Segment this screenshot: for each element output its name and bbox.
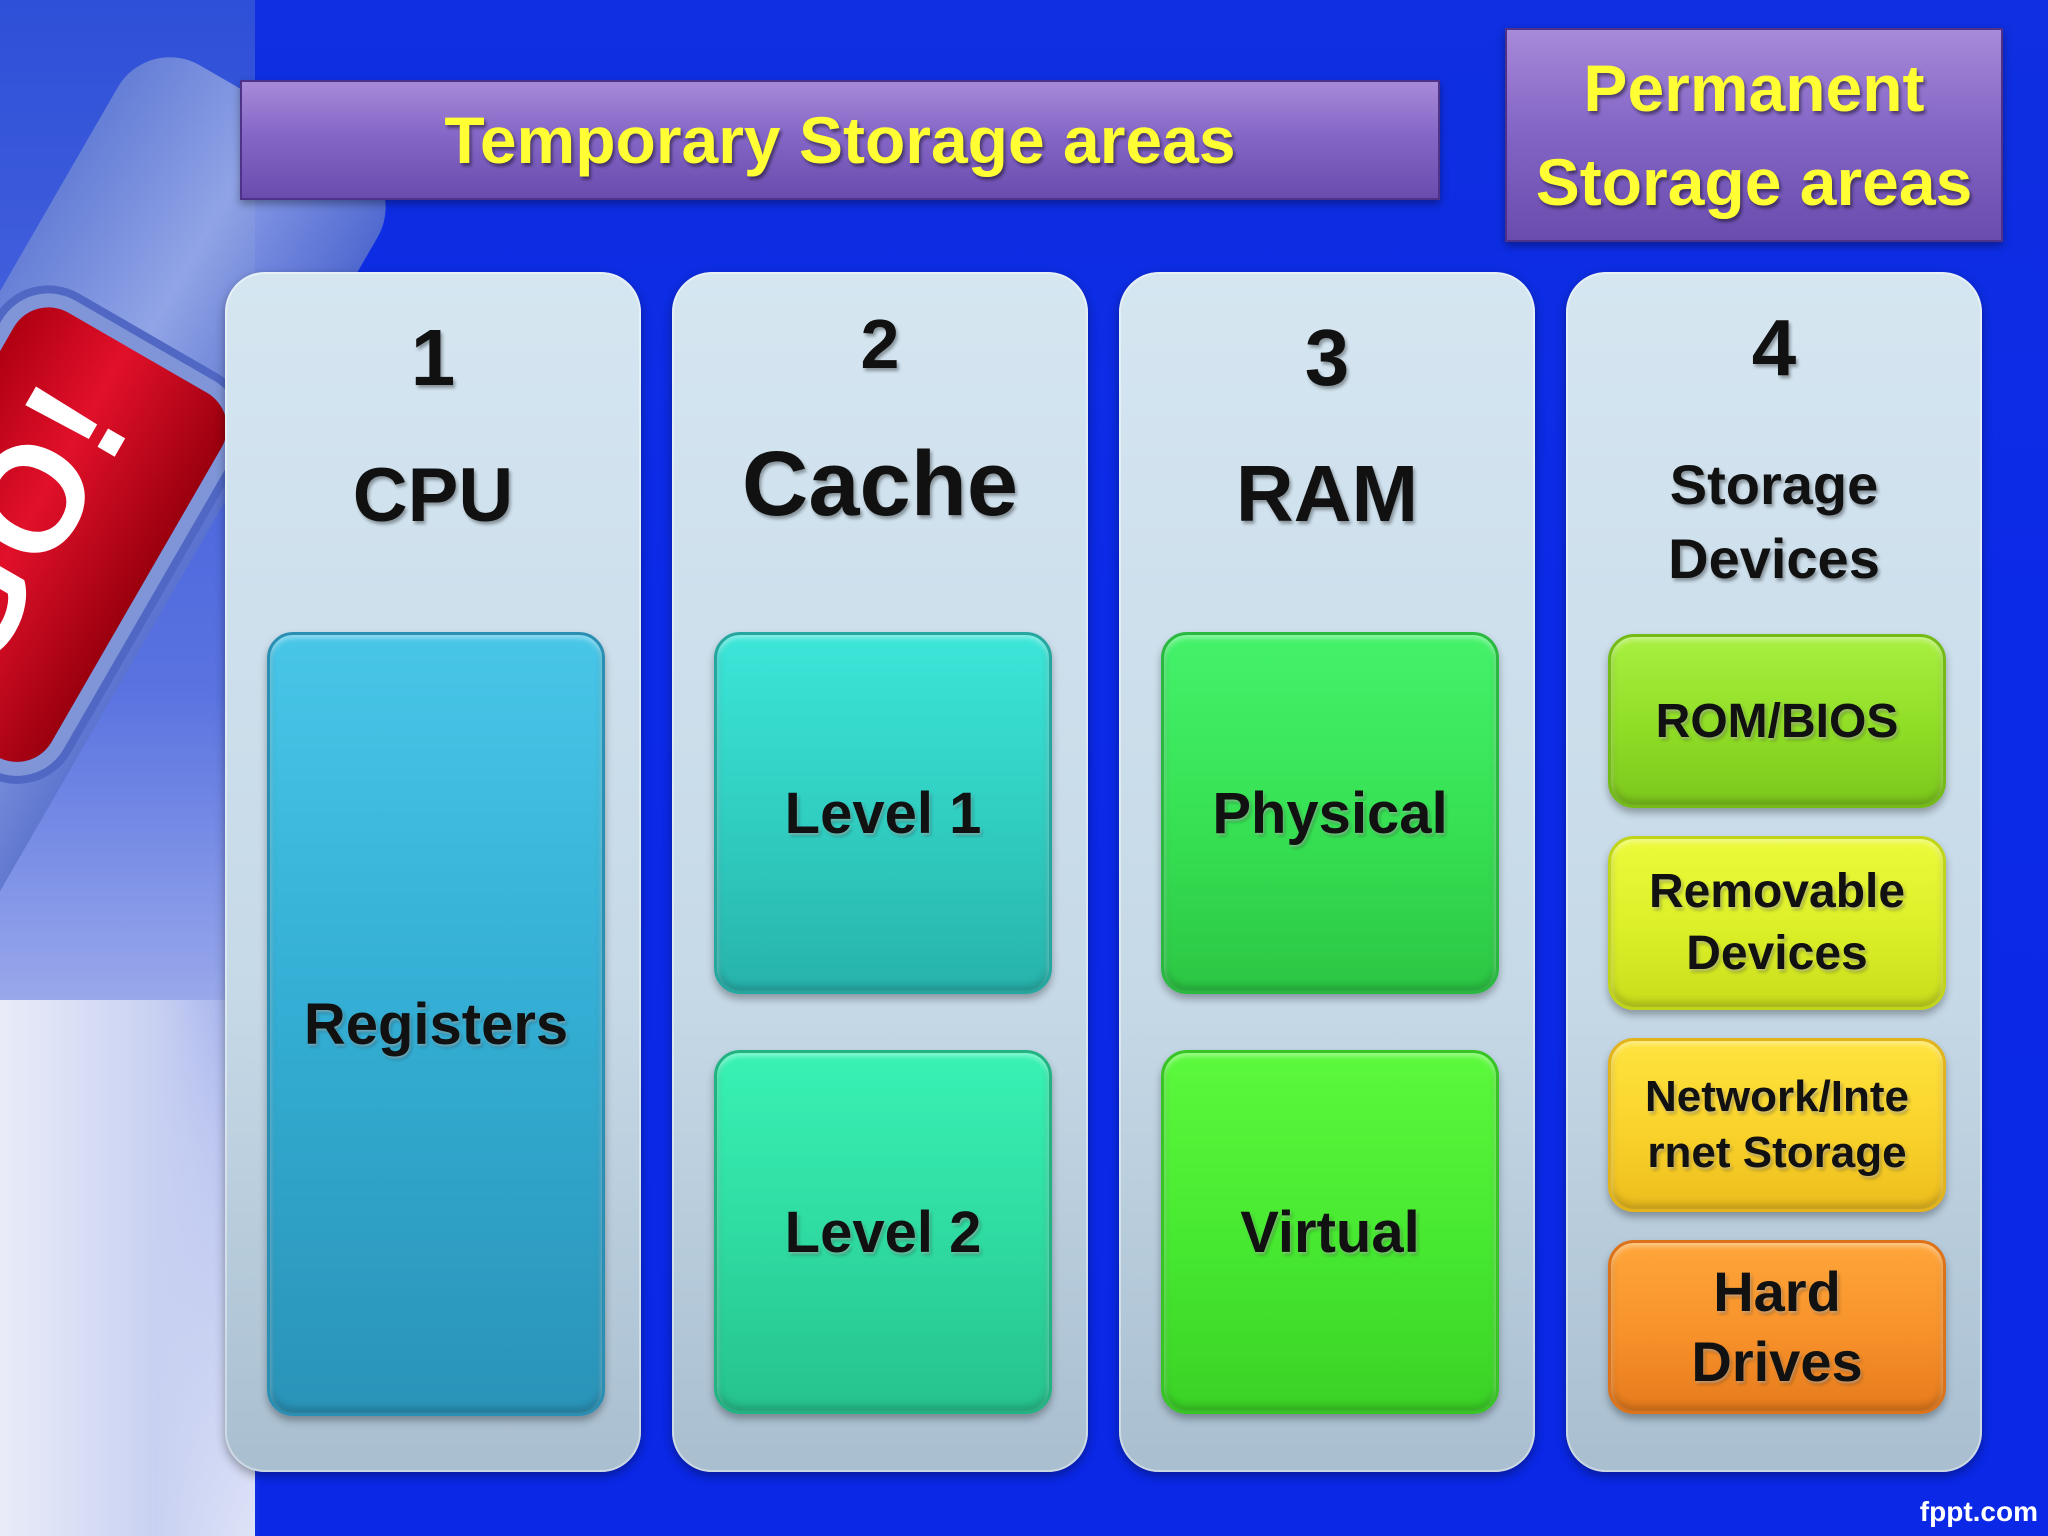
column-title: Cache <box>741 433 1019 535</box>
column-title: RAM <box>1235 449 1419 538</box>
ram-physical-tile: Physical <box>1161 632 1499 994</box>
watermark: fppt.com <box>1919 1496 2038 1527</box>
tile-label: Physical <box>1212 780 1448 846</box>
cache-level1-tile: Level 1 <box>714 632 1052 994</box>
hard-drives-tile: Hard Drives <box>1608 1240 1946 1414</box>
column-cache: 2 Cache Level 1 Level 2 <box>672 272 1088 1472</box>
tile-label-line1: Network/Inte <box>1644 1072 1910 1121</box>
left-background-fade <box>0 1000 260 1536</box>
rom-bios-tile: ROM/BIOS <box>1608 634 1946 808</box>
tile-label-line2: Devices <box>1686 927 1868 980</box>
column-title-line2: Devices <box>1668 527 1880 590</box>
tile-label-line2: rnet Storage <box>1647 1128 1907 1177</box>
column-title: Storage Devices <box>1566 448 1982 596</box>
tile-label-line1: Hard <box>1713 1260 1841 1323</box>
column-number: 3 <box>1304 313 1350 402</box>
column-storage-devices: 4 Storage Devices ROM/BIOS Removable Dev… <box>1566 272 1982 1472</box>
column-title-line1: Storage <box>1669 453 1879 516</box>
tile-label-line1: Removable <box>1648 865 1906 918</box>
tile-label: Level 1 <box>784 780 982 846</box>
network-storage-tile: Network/Inte rnet Storage <box>1608 1038 1946 1212</box>
column-number: 4 <box>1751 303 1797 392</box>
ram-virtual-tile: Virtual <box>1161 1050 1499 1414</box>
column-number: 1 <box>410 313 456 402</box>
temporary-storage-label: Temporary Storage areas <box>444 103 1236 177</box>
tile-label: ROM/BIOS <box>1655 694 1899 748</box>
column-number: 2 <box>860 305 900 383</box>
permanent-storage-label-line2: Storage areas <box>1535 145 1973 219</box>
cache-level2-tile: Level 2 <box>714 1050 1052 1414</box>
registers-tile: Registers <box>267 632 605 1416</box>
column-title: CPU <box>352 453 514 538</box>
column-ram: 3 RAM Physical Virtual <box>1119 272 1535 1472</box>
temporary-storage-banner: Temporary Storage areas <box>240 80 1440 200</box>
tile-label: Level 2 <box>784 1199 982 1265</box>
permanent-storage-label-line1: Permanent <box>1583 51 1925 125</box>
removable-devices-tile: Removable Devices <box>1608 836 1946 1010</box>
tile-label: Registers <box>303 991 569 1057</box>
tile-label-line2: Drives <box>1691 1330 1863 1393</box>
tile-label: Virtual <box>1240 1199 1420 1265</box>
column-cpu: 1 CPU Registers <box>225 272 641 1472</box>
permanent-storage-banner: Permanent Storage areas <box>1505 28 2003 242</box>
